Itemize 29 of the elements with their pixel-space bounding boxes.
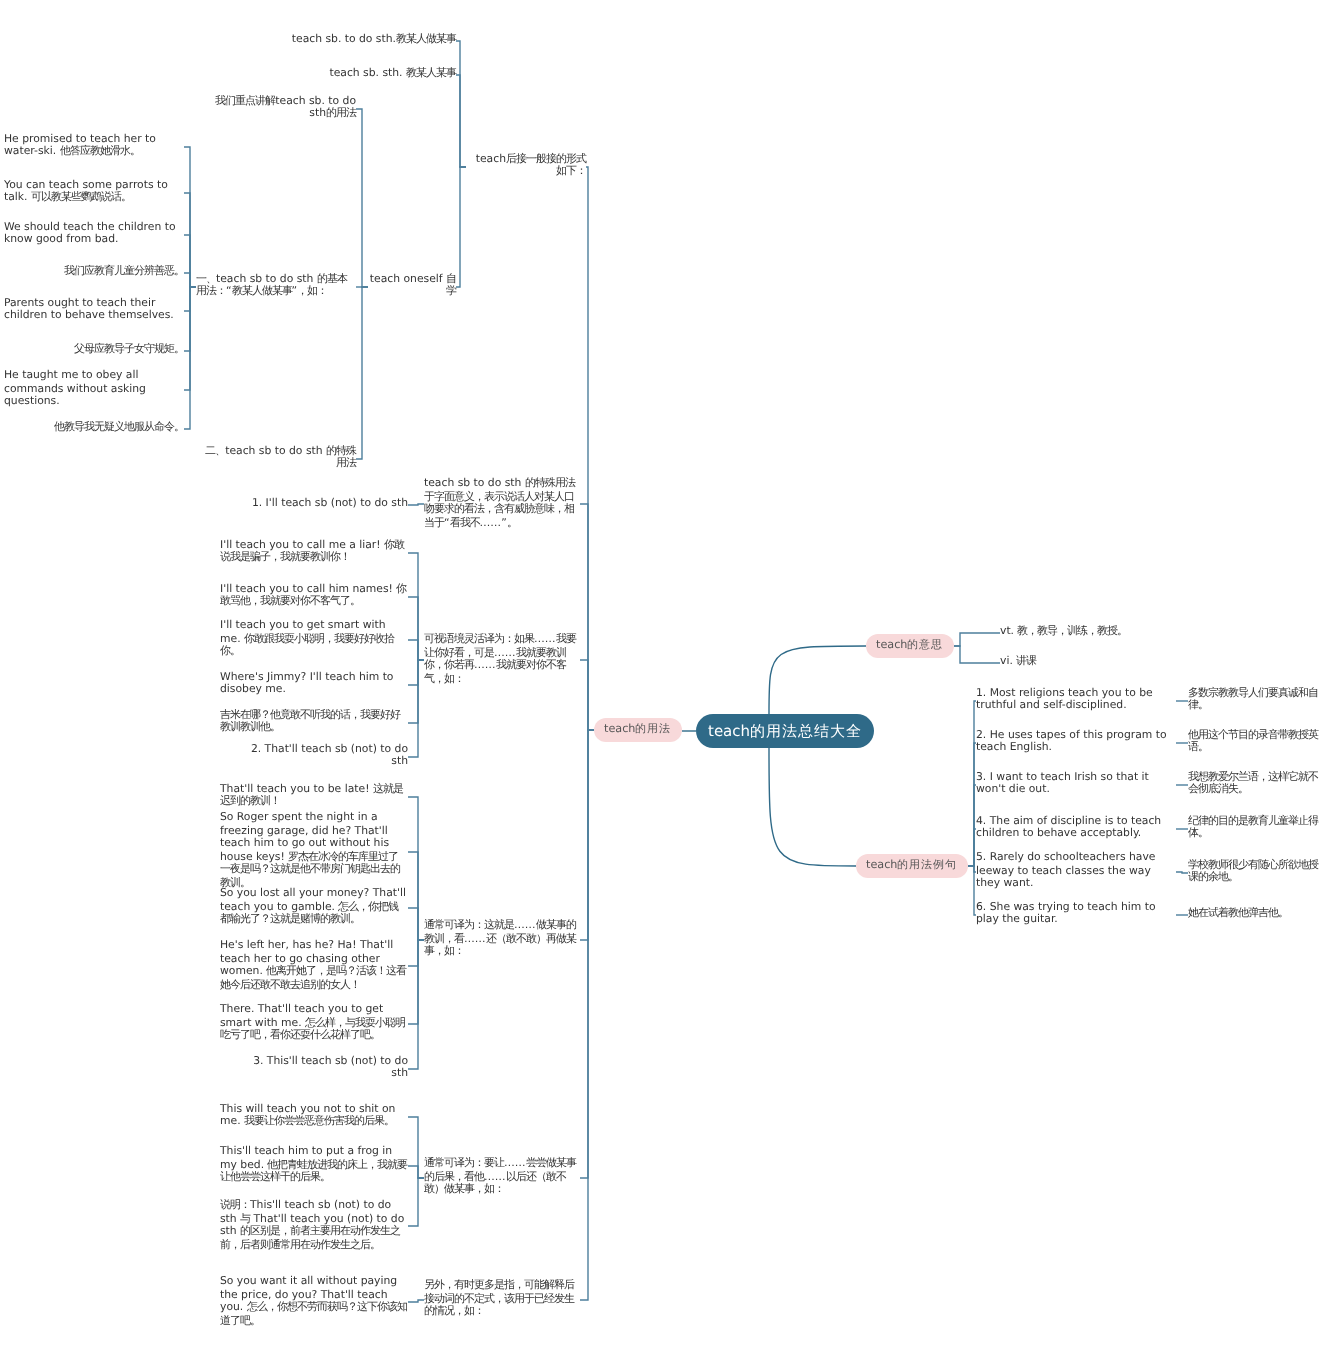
connector-line [579, 659, 595, 731]
connector-line [407, 1165, 425, 1179]
connector-line [1175, 871, 1189, 874]
connector-line [355, 108, 369, 288]
connector-line [407, 907, 425, 941]
connector-line [407, 639, 425, 661]
connector-line [681, 730, 697, 732]
connector-line [1175, 700, 1189, 702]
connector-line [953, 632, 1001, 647]
connector-line [1175, 784, 1189, 786]
connector-line [579, 729, 595, 1301]
connector-line [953, 645, 1001, 664]
connector-line [768, 747, 857, 867]
connector-line [967, 865, 977, 916]
connector-line [355, 286, 369, 460]
connector-line [1175, 828, 1189, 830]
connector-line [768, 645, 867, 715]
connector-line [1175, 914, 1189, 916]
connector-line [407, 939, 425, 1070]
connector-line [407, 503, 425, 506]
connector-line [183, 286, 197, 430]
connector-line [1175, 742, 1189, 744]
connector-line [183, 272, 197, 288]
connector-line [967, 828, 977, 867]
connector-line [407, 659, 425, 758]
connector-line [407, 1177, 425, 1227]
connector-line [455, 166, 467, 288]
connector-line [407, 1299, 425, 1303]
connector-line [455, 74, 467, 168]
